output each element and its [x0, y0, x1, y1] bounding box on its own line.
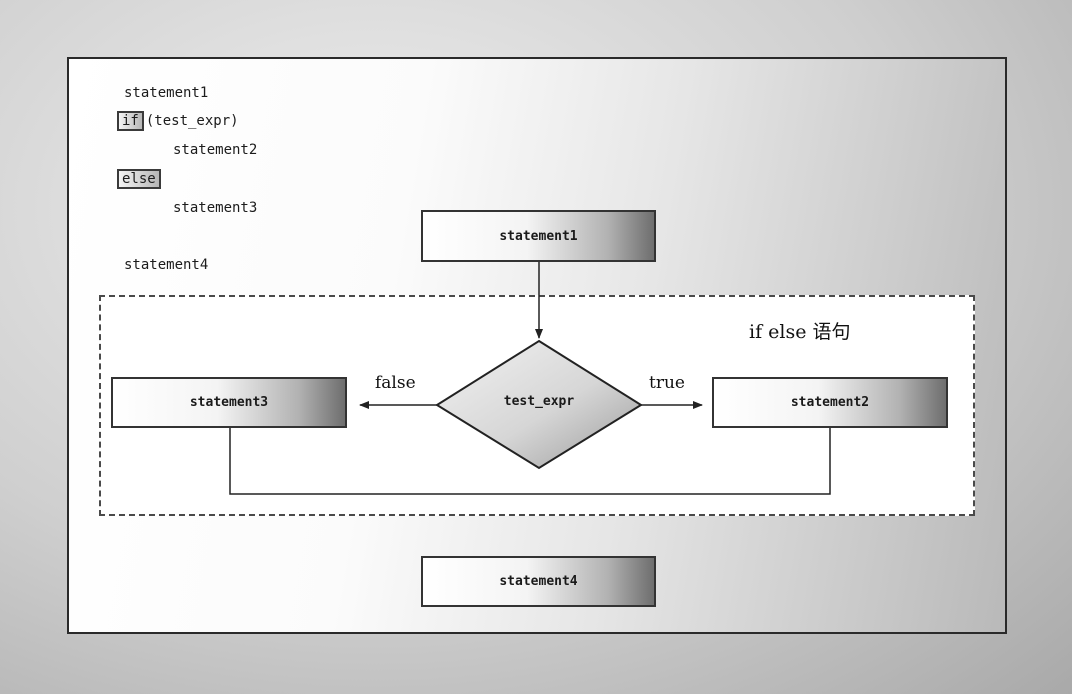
if-keyword-box: if [117, 111, 144, 131]
true-statement-box: statement2 [712, 377, 948, 428]
diagram-frame: statement1 if(test_expr) statement2 else… [67, 57, 1007, 634]
decision-label: test_expr [503, 394, 575, 409]
decision-diamond [435, 339, 643, 470]
false-statement-box: statement3 [111, 377, 347, 428]
code-condition: (test_expr) [145, 113, 239, 129]
code-statement2: statement2 [173, 142, 258, 158]
start-statement-box: statement1 [421, 210, 656, 262]
code-statement3: statement3 [173, 200, 258, 216]
code-statement4: statement4 [124, 257, 209, 273]
false-label: false [375, 373, 416, 393]
flow-connectors [229, 262, 831, 495]
true-label: true [649, 373, 685, 393]
code-else-line: else [117, 169, 163, 189]
region-title: if else 语句 [749, 321, 851, 343]
end-statement-box: statement4 [421, 556, 656, 607]
else-keyword-box: else [117, 169, 161, 189]
code-statement1: statement1 [124, 85, 209, 101]
merge-line [229, 428, 831, 495]
code-if-line: if(test_expr) [117, 111, 239, 131]
